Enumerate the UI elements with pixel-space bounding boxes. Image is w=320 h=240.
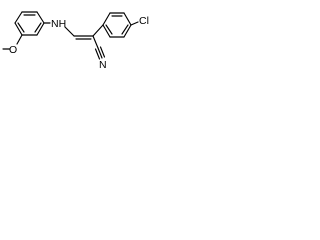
bond-ring-to-oxygen [16, 34, 23, 45]
methoxyphenyl-ring [14, 11, 45, 36]
bond [123, 24, 132, 38]
bond [102, 24, 111, 38]
bond-to-nitrile-carbon [92, 35, 99, 49]
triple-bond-line [99, 46, 106, 58]
triple-bond-line [97, 47, 103, 59]
bond [14, 11, 23, 24]
atom-label-oxygen: O [9, 44, 17, 56]
bond [36, 11, 45, 24]
bond [102, 12, 111, 26]
molecule-drawing: O NH N Cl [2, 11, 149, 71]
triple-bond-line [94, 48, 101, 60]
double-bond-inner [34, 22, 42, 33]
bond [36, 22, 45, 36]
bond [123, 12, 132, 26]
atom-label-nitrile-nitrogen: N [99, 59, 107, 71]
double-bond-inner [105, 24, 113, 35]
nitrile-triple-bond [94, 46, 106, 60]
double-bond-inner [17, 22, 25, 33]
double-bond-inner [121, 24, 129, 35]
bond [14, 22, 23, 36]
bond-vinyl-to-ring [92, 24, 104, 37]
bond-ring-to-chlorine [130, 21, 139, 26]
chlorophenyl-ring [102, 12, 132, 38]
bond-nh-to-vinyl [64, 26, 75, 37]
atom-label-chlorine: Cl [139, 15, 149, 27]
structure-diagram: O NH N Cl [0, 0, 170, 96]
atom-label-amine: NH [51, 18, 66, 30]
